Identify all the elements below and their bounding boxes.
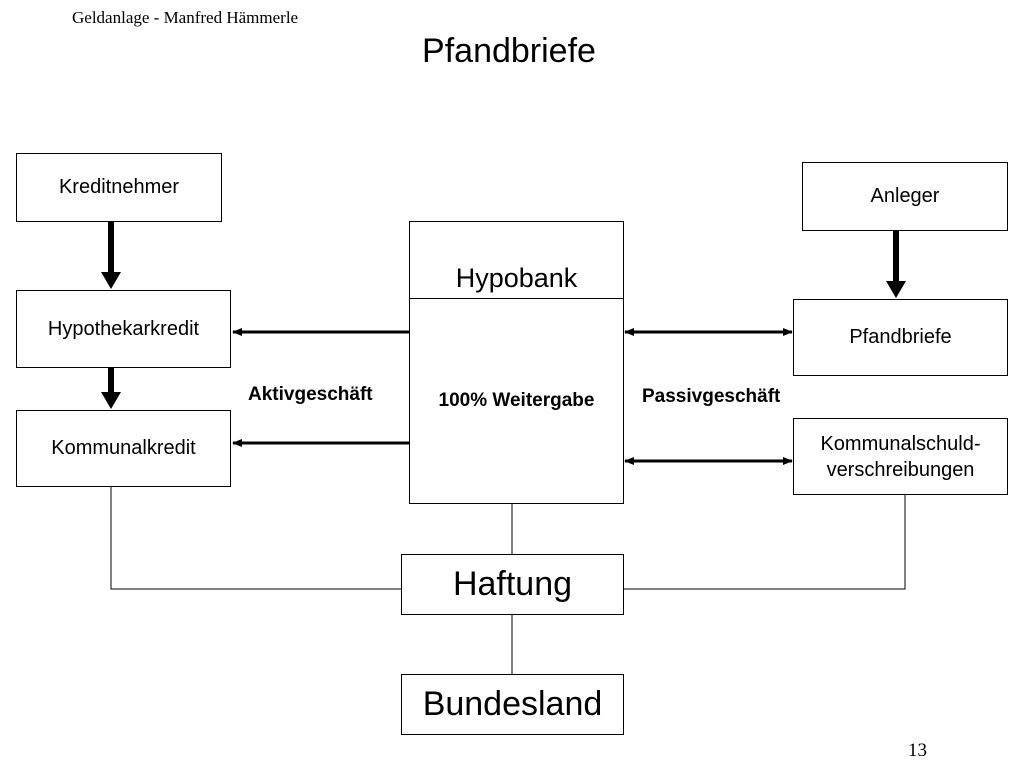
node-pfandbriefe: Pfandbriefe (793, 299, 1008, 376)
node-anleger: Anleger (802, 162, 1008, 231)
node-kreditnehmer: Kreditnehmer (16, 153, 222, 222)
node-haftung: Haftung (401, 554, 624, 615)
line-kommunalschuld-haftung (624, 495, 906, 590)
arrow-kreditnehmer-hypothekarkredit (101, 222, 121, 289)
label-passivgeschaeft: Passivgeschäft (642, 386, 781, 407)
hypobank-title: Hypobank (410, 222, 623, 299)
node-kommunalschuldverschreibungen: Kommunalschuld- verschreibungen (793, 418, 1008, 495)
arrow-anleger-pfandbriefe (886, 231, 906, 298)
label-aktivgeschaeft: Aktivgeschäft (248, 384, 373, 405)
node-kommunalschuld-line2: verschreibungen (826, 458, 975, 481)
page-number: 13 (908, 740, 927, 761)
hypobank-weitergabe: 100% Weitergabe (438, 390, 595, 411)
node-hypothekarkredit: Hypothekarkredit (16, 290, 231, 368)
node-bundesland: Bundesland (401, 674, 624, 735)
node-kommunalkredit: Kommunalkredit (16, 410, 231, 487)
page-title: Pfandbriefe (422, 32, 596, 70)
arrow-hypothekarkredit-kommunalkredit (101, 368, 121, 409)
author-header: Geldanlage - Manfred Hämmerle (72, 8, 299, 27)
node-hypobank: Hypobank 100% Weitergabe (409, 221, 624, 504)
node-kommunalschuld-line1: Kommunalschuld- (820, 432, 981, 455)
line-kommunalkredit-haftung (110, 487, 401, 590)
